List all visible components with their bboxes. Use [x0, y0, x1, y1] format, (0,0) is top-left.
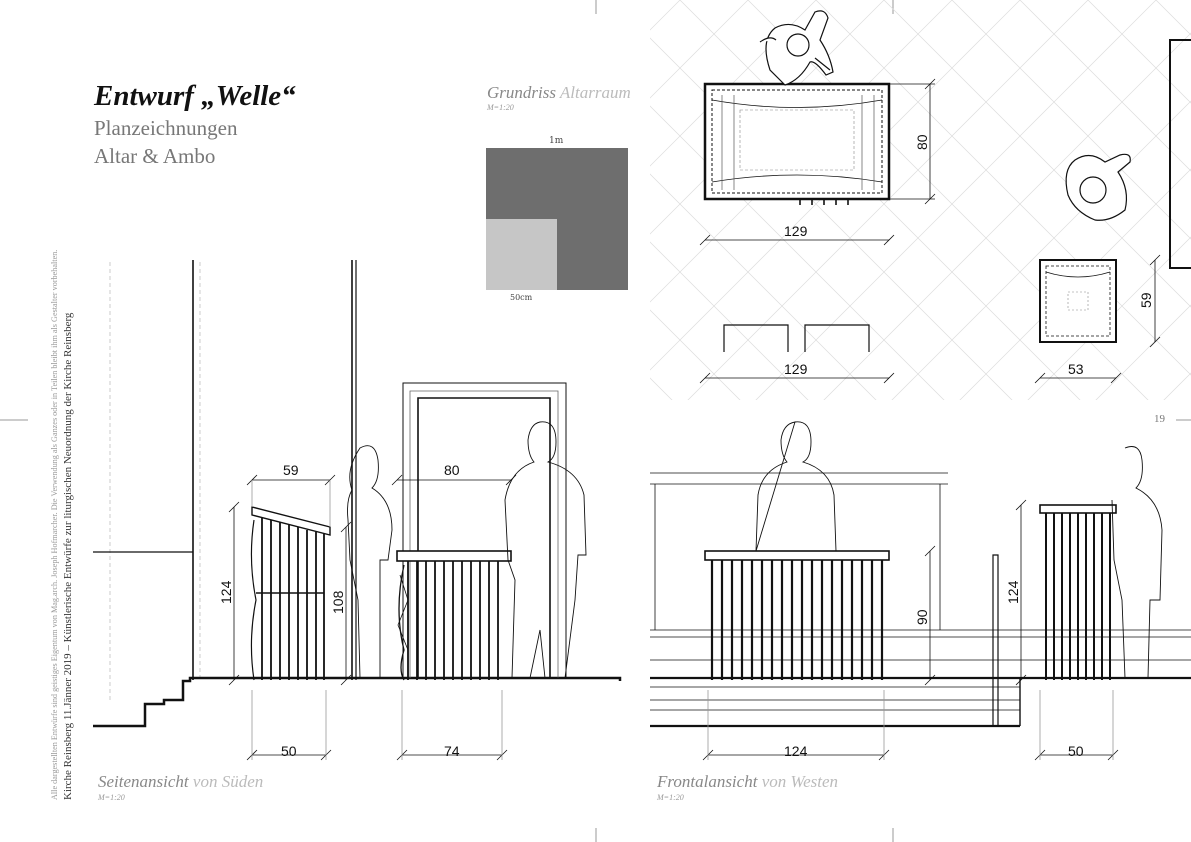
person-silhouette — [1111, 446, 1163, 679]
copyright-note: Alle dargestellten Entwürfe sind geistig… — [50, 249, 59, 800]
dim-front-ambo-height: 124 — [1005, 580, 1021, 604]
side-view-ambo-dims — [228, 474, 352, 761]
person-silhouette — [347, 445, 393, 679]
caption-sub: Altarraum — [559, 83, 631, 102]
person-silhouette — [755, 421, 837, 552]
plan-seats — [723, 324, 870, 352]
legend-1m-label: 1m — [549, 136, 564, 146]
page-subtitle: Planzeichnungen — [94, 116, 238, 140]
caption-sub: von Süden — [192, 772, 264, 791]
front-view-altar-dims — [702, 545, 936, 761]
person-top-view — [1065, 153, 1131, 221]
dim-side-altar-base: 74 — [444, 743, 460, 759]
caption-main: Frontalansicht — [657, 772, 758, 791]
dim-side-ambo-base: 50 — [281, 743, 297, 759]
side-view-altar-dims — [391, 474, 517, 761]
front-view-altar — [704, 550, 890, 680]
front-view-ambo-dims — [1015, 499, 1119, 761]
plan-ambo-dims — [1034, 254, 1161, 384]
plan-ambo — [1039, 259, 1117, 343]
swatch-50cm — [486, 219, 557, 290]
side-view-altar — [396, 550, 512, 681]
page-subtitle: Altar & Ambo — [94, 144, 216, 168]
person-silhouette — [504, 421, 587, 679]
dim-front-altar-base: 124 — [784, 743, 808, 759]
page-title: Entwurf „Welle“ — [94, 80, 296, 112]
dim-altar-width: 129 — [784, 223, 808, 239]
front-view-ambo — [1039, 504, 1117, 680]
front-view-architecture — [650, 472, 1191, 728]
grundriss-scale: M=1:20 — [487, 103, 514, 112]
plan-altar-dims — [699, 78, 936, 246]
caption-main: Seitenansicht — [98, 772, 189, 791]
plan-altar — [703, 82, 891, 205]
caption-sub: von Westen — [761, 772, 839, 791]
dim-ambo-depth: 59 — [1138, 292, 1154, 308]
wall-edge — [1169, 39, 1191, 269]
dim-ambo-width: 53 — [1068, 361, 1084, 377]
dim-altar-depth: 80 — [914, 134, 930, 150]
dim-seats-width: 129 — [784, 361, 808, 377]
front-view-scale: M=1:20 — [657, 793, 684, 802]
page-number: 19 — [1154, 413, 1165, 425]
side-view-ambo — [250, 506, 331, 681]
caption-main: Grundriss — [487, 83, 556, 102]
dim-side-altar-top: 80 — [444, 462, 460, 478]
side-view-caption: Seitenansicht von Süden — [98, 772, 263, 792]
dim-side-ambo-height: 124 — [218, 580, 234, 604]
plan-seats-dims — [699, 372, 895, 384]
dim-front-ambo-base: 50 — [1068, 743, 1084, 759]
dim-side-ambo-front: 108 — [330, 590, 346, 614]
project-note: Kirche Reinsberg 11.Jänner 2019 – Künstl… — [62, 312, 74, 800]
side-view-architecture — [93, 260, 622, 728]
front-view-caption: Frontalansicht von Westen — [657, 772, 838, 792]
legend-50cm-label: 50cm — [510, 293, 533, 302]
person-top-view — [759, 10, 834, 86]
scale-legend: 1m 50cm — [486, 136, 628, 302]
grundriss-caption: Grundriss Altarraum — [487, 83, 631, 103]
side-view-scale: M=1:20 — [98, 793, 125, 802]
dim-side-ambo-top: 59 — [283, 462, 299, 478]
dim-front-altar-height: 90 — [914, 609, 930, 625]
